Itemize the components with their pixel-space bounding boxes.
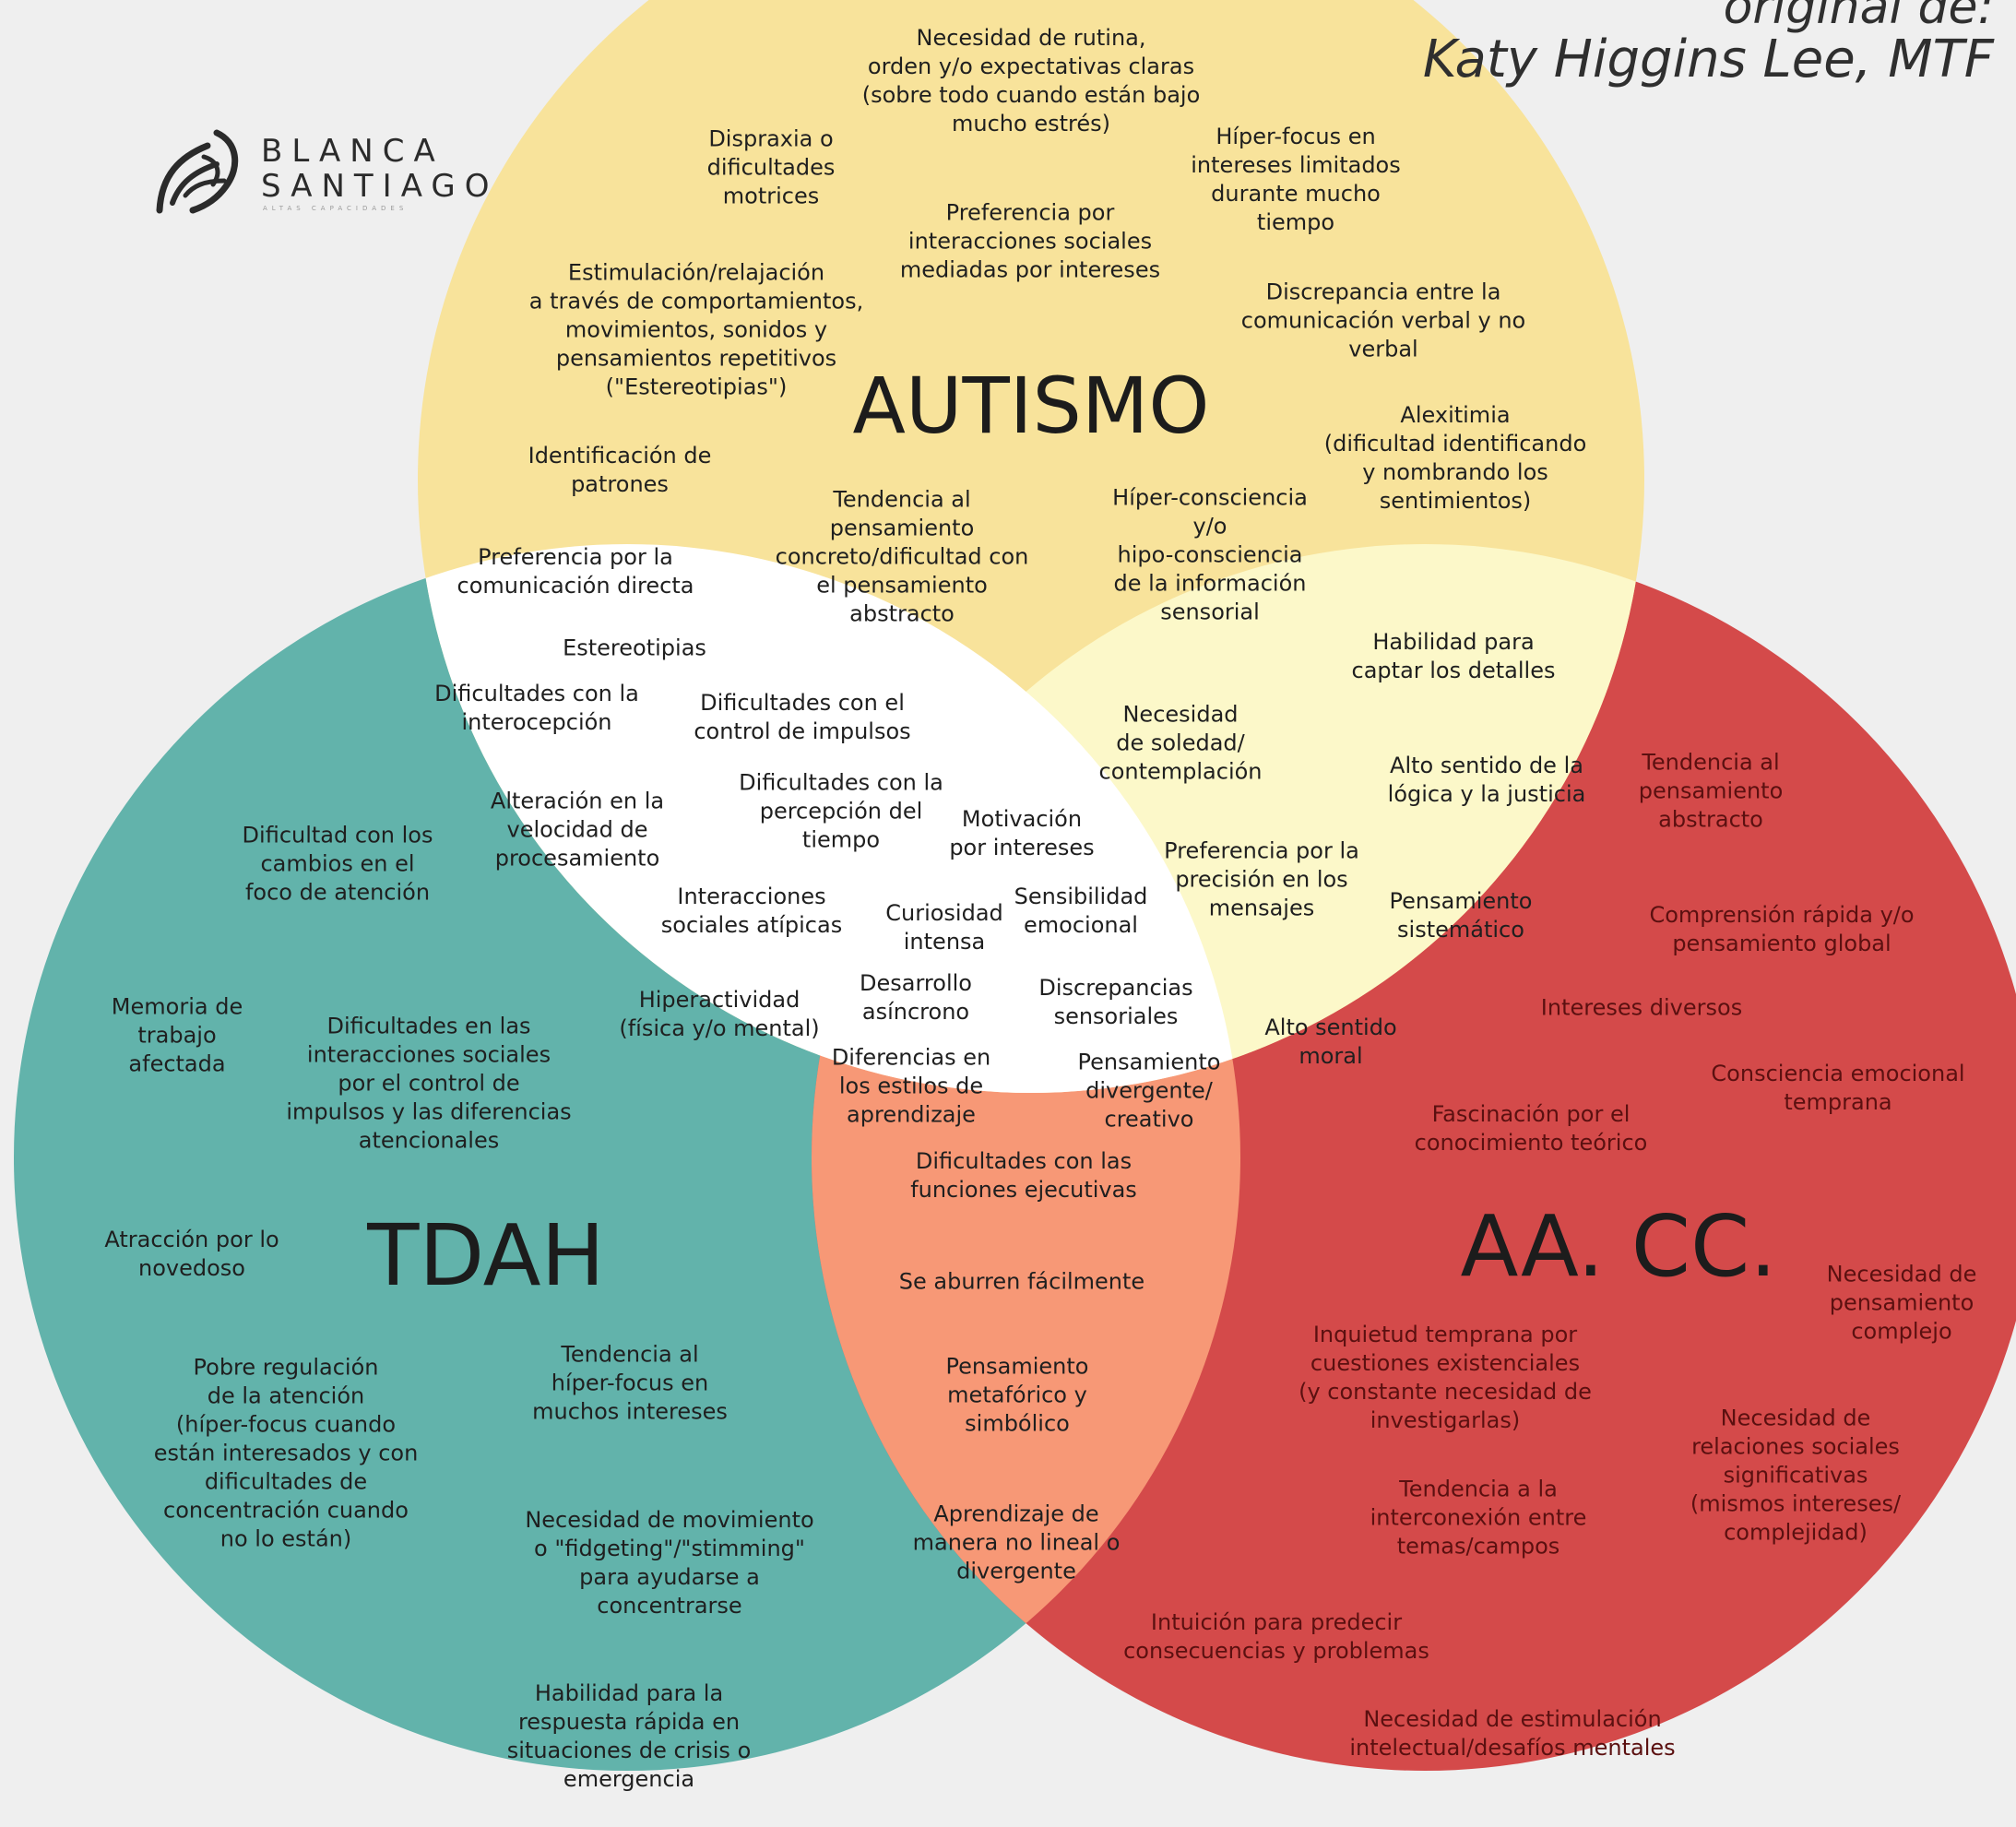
tdah-label: Dificultad con los cambios en el foco de… [242,822,433,906]
tdah-label: Necesidad de movimiento o "fidgeting"/"s… [525,1507,814,1619]
autismo-tdah-overlap [418,544,1240,1093]
aacc-title: AA. CC. [1460,1197,1777,1296]
autismo-tdah-label: Hiperactividad (física y/o mental) [619,987,820,1041]
tdah-label: Tendencia al híper-focus en muchos inter… [532,1341,728,1425]
aacc-label: Intereses diversos [1540,994,1743,1021]
tdah-label: Pobre regulación de la atención (híper-f… [153,1354,419,1552]
autismo-label: Tendencia al pensamiento concreto/dificu… [775,486,1029,627]
tdah-label: Atracción por lo novedoso [104,1227,279,1281]
autismo-aacc-label: Alto sentido moral [1264,1014,1397,1069]
center-label: Discrepancias sensoriales [1038,975,1193,1029]
autismo-label: Híper-focus en intereses limitados duran… [1191,124,1401,235]
center-label: Pensamiento divergente/ creativo [1077,1049,1221,1133]
aacc-label: Necesidad de pensamiento complejo [1826,1261,1977,1345]
tdah-label: Memoria de trabajo afectada [111,993,243,1077]
autismo-label: Híper-consciencia y/o hipo-consciencia d… [1112,484,1308,625]
autismo-aacc-label: Necesidad de soledad/ contemplación [1098,701,1263,785]
center-label: Dificultades con las funciones ejecutiva… [910,1148,1137,1203]
autismo-tdah-label: Dificultades con la interocepción [434,681,639,735]
center-label: Sensibilidad emocional [1014,884,1148,938]
aacc-label: Intuición para predecir consecuencias y … [1123,1609,1429,1664]
autismo-aacc-label: Alto sentido de la lógica y la justicia [1387,753,1586,807]
autismo-label: Alexitimia (dificultad identificando y n… [1323,402,1587,514]
autismo-label: Preferencia por interacciones sociales m… [899,199,1161,283]
tdah-aacc-label: Se aburren fácilmente [898,1268,1145,1295]
autismo-title: AUTISMO [852,361,1210,451]
tdah-aacc-label: Aprendizaje de manera no lineal o diverg… [912,1501,1121,1584]
autismo-label: Preferencia por la comunicación directa [457,544,694,599]
logo-name-line-2: SANTIAGO [261,168,499,205]
autismo-aacc-label: Preferencia por la precisión en los mens… [1164,837,1359,921]
autismo-label: Necesidad de rutina, orden y/o expectati… [861,25,1201,136]
autismo-tdah-label: Dificultades con la percepción del tiemp… [739,769,943,853]
autismo-label: Identificación de patrones [528,443,712,497]
aacc-label: Inquietud temprana por cuestiones existe… [1299,1322,1592,1433]
autismo-aacc-label: Habilidad para captar los detalles [1351,629,1556,683]
tdah-label: Habilidad para la respuesta rápida en si… [506,1680,752,1792]
center-label: Curiosidad intensa [885,900,1003,955]
autismo-tdah-label: Desarrollo asíncrono [860,970,972,1025]
autismo-tdah-label: Diferencias en los estilos de aprendizaj… [831,1044,991,1128]
autismo-label: Dispraxia o dificultades motrices [706,125,836,209]
logo-tagline: ALTAS CAPACIDADES [263,205,409,212]
tdah-label: Dificultades en las interacciones social… [286,1013,572,1154]
autismo-tdah-label: Dificultades con el control de impulsos [694,690,911,744]
autismo-tdah-label: Interacciones sociales atípicas [660,884,843,938]
logo: BLANCA SANTIAGO ALTAS CAPACIDADES [152,129,521,231]
credit-line-1: original de: [1723,0,1994,35]
credit-line-2: Katy Higgins Lee, MTF [1422,30,1994,89]
autismo-tdah-label: Estereotipias [563,635,706,661]
aacc-label: Tendencia al pensamiento abstracto [1638,749,1784,833]
logo-mark-icon [156,129,239,214]
aacc-label: Fascinación por el conocimiento teórico [1414,1101,1648,1156]
aacc-label: Necesidad de estimulación intelectual/de… [1349,1706,1676,1761]
autismo-tdah-label: Alteración en la velocidad de procesamie… [490,788,665,872]
logo-name-line-1: BLANCA [261,133,445,170]
center-label: Motivación por intereses [949,806,1095,860]
tdah-title: TDAH [367,1206,605,1305]
autismo-label: Discrepancia entre la comunicación verba… [1240,279,1526,362]
aacc-label: Comprensión rápida y/o pensamiento globa… [1649,902,1915,956]
aacc-label: Consciencia emocional temprana [1711,1061,1965,1115]
aacc-label: Necesidad de relaciones sociales signifi… [1690,1405,1902,1546]
tdah-aacc-label: Pensamiento metafórico y simbólico [945,1353,1089,1437]
autismo-label: Estimulación/relajación a través de comp… [528,259,864,400]
aacc-label: Tendencia a la interconexión entre temas… [1370,1476,1587,1560]
autismo-aacc-label: Pensamiento sistemático [1389,888,1533,943]
